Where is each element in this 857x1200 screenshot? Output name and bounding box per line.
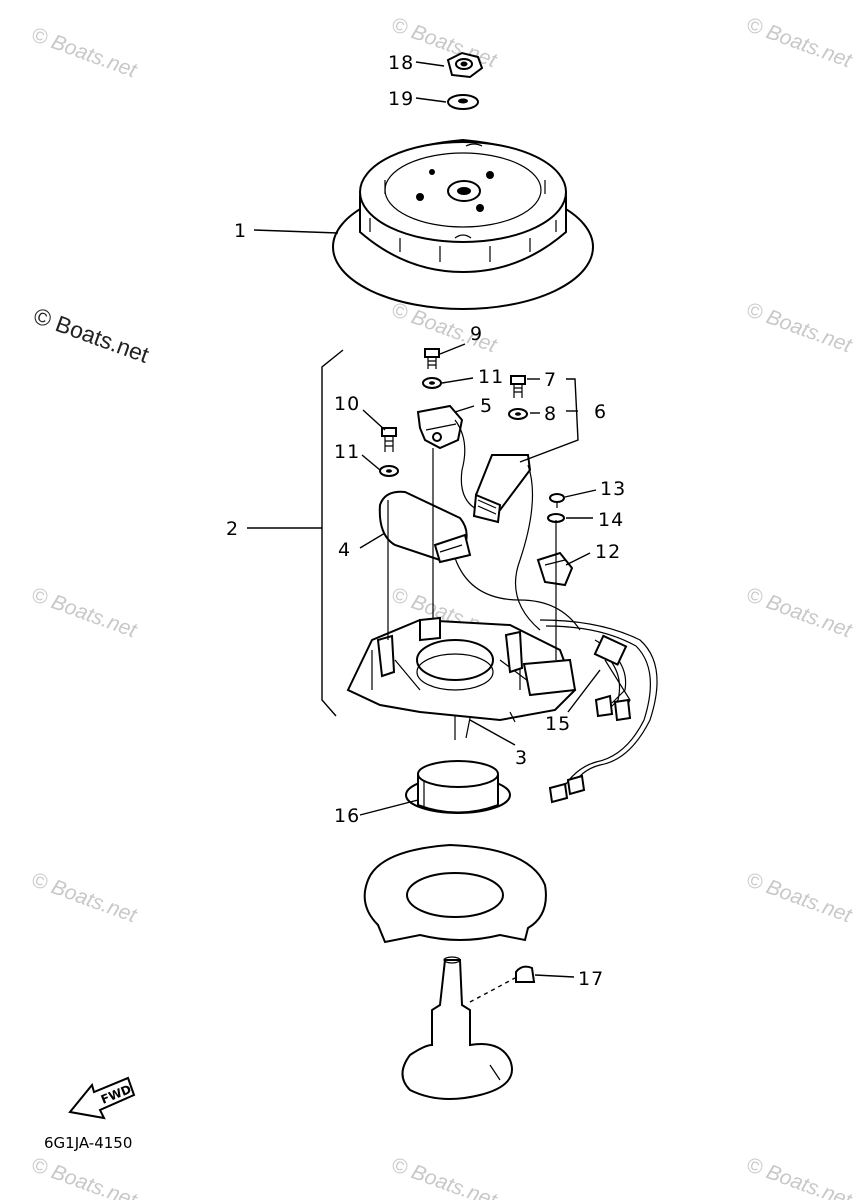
callout-11-upper: 11 [478,366,504,388]
callout-11-lower: 11 [334,441,360,463]
leader-lines [247,61,601,978]
part-wiring-harness [539,619,658,804]
part-crankshaft [401,956,513,1100]
assembly-bracket [321,349,344,717]
watermark: © Boats.net [28,868,140,928]
part-washer [447,94,479,110]
callout-labels: 18 19 1 2 3 4 5 6 7 8 9 10 11 11 12 13 1… [226,52,626,990]
callout-16: 16 [334,805,360,827]
callout-14: 14 [598,509,624,531]
callout-19: 19 [388,88,414,110]
part-pulser-coil [416,404,479,511]
callout-17: 17 [578,968,604,990]
part-screw-10 [381,427,397,452]
part-clamp [536,551,574,587]
part-flywheel [332,138,594,310]
callout-6: 6 [594,401,607,423]
callout-1: 1 [234,220,247,242]
callout-10: 10 [334,393,360,415]
callout-7: 7 [544,369,557,391]
callout-3: 3 [515,747,528,769]
part-charge-coil [472,454,541,631]
callout-13: 13 [600,478,626,500]
watermark: © Boats.net [28,23,140,83]
watermark: © Boats.net [743,583,855,643]
watermark: © Boats.net [743,868,855,928]
part-stator-base [346,448,577,740]
callout-8: 8 [544,403,557,425]
part-ignition-coil [378,490,581,631]
watermark-prominent: © Boats.net [30,302,153,368]
part-screw-9 [424,348,440,369]
watermark: © Boats.net [388,1153,500,1200]
watermark: © Boats.net [28,583,140,643]
callout-15: 15 [545,713,571,735]
callout-18: 18 [388,52,414,74]
diagram-code: 6G1JA-4150 [44,1134,132,1152]
callout-5: 5 [480,395,493,417]
callout-12: 12 [595,541,621,563]
watermark: © Boats.net [743,13,855,73]
watermark: © Boats.net [743,298,855,358]
fwd-arrow-icon: FWD [68,1076,136,1120]
watermark: © Boats.net [28,1153,140,1200]
part-collar [405,760,511,814]
part-gasket-plate [363,843,547,944]
part-screw-13 [549,493,565,508]
part-woodruff-key [469,965,536,1003]
part-screw-7 [510,375,526,398]
callout-4: 4 [338,539,351,561]
callout-2: 2 [226,518,239,540]
watermark: © Boats.net [743,1153,855,1200]
callout-9: 9 [470,323,483,345]
part-nut [446,51,484,79]
